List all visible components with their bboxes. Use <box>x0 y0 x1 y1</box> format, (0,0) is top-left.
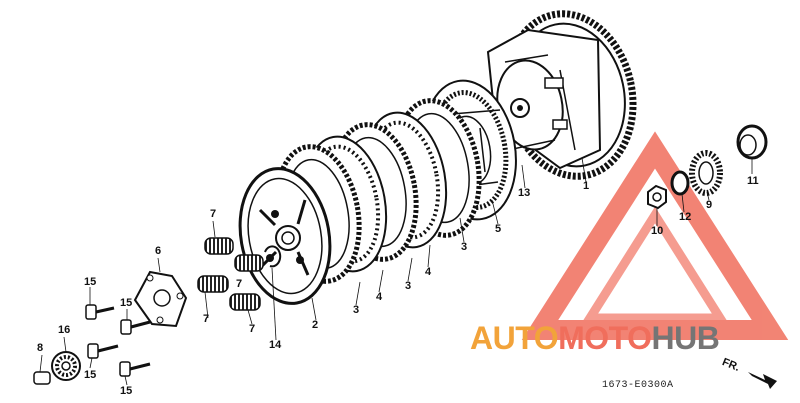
circlip <box>264 245 282 268</box>
callout-1: 1 <box>583 180 590 192</box>
callout-5: 5 <box>495 223 502 235</box>
callout-2: 2 <box>312 319 319 331</box>
callout-10: 10 <box>651 225 664 237</box>
callout-3: 3 <box>461 241 468 253</box>
bearing <box>51 351 81 381</box>
primary-gear <box>689 150 723 196</box>
clutch-springs <box>197 237 264 311</box>
callout-6: 6 <box>155 245 162 257</box>
callout-4: 4 <box>376 291 383 303</box>
bushing <box>736 124 768 160</box>
callout-9: 9 <box>706 199 713 211</box>
lock-nut <box>647 184 667 210</box>
bolts <box>85 304 151 377</box>
leader-lines <box>39 157 753 386</box>
callout-4: 4 <box>425 266 432 278</box>
callout-15: 15 <box>120 297 133 309</box>
callout-7: 7 <box>203 313 210 325</box>
callout-13: 13 <box>518 187 531 199</box>
watermark-part-moto: MOTO <box>558 320 652 356</box>
callout-7: 7 <box>249 323 256 335</box>
callout-15: 15 <box>84 369 97 381</box>
washer <box>670 170 690 196</box>
callout-3: 3 <box>353 304 360 316</box>
callout-14: 14 <box>269 339 282 351</box>
callout-3: 3 <box>405 280 412 292</box>
watermark-part-hub: HUB <box>651 320 720 356</box>
clutch-outer-housing <box>486 10 637 180</box>
callout-7: 7 <box>210 208 217 220</box>
callout-11: 11 <box>747 175 759 187</box>
watermark-text: AUTOMOTOHUB <box>470 320 720 357</box>
lifter-plate <box>133 270 188 328</box>
watermark-logo <box>521 131 789 340</box>
callout-15: 15 <box>84 276 97 288</box>
callout-12: 12 <box>679 211 692 223</box>
diagram-part-code: 1673-E0300A <box>602 380 674 391</box>
watermark-part-auto: AUTO <box>470 320 559 356</box>
callout-7: 7 <box>236 278 243 290</box>
callout-8: 8 <box>37 342 44 354</box>
callout-15: 15 <box>120 385 133 397</box>
front-direction-arrow <box>748 372 777 389</box>
callout-16: 16 <box>58 324 71 336</box>
pressure-plate <box>238 167 332 305</box>
lifter-rod <box>33 371 51 385</box>
